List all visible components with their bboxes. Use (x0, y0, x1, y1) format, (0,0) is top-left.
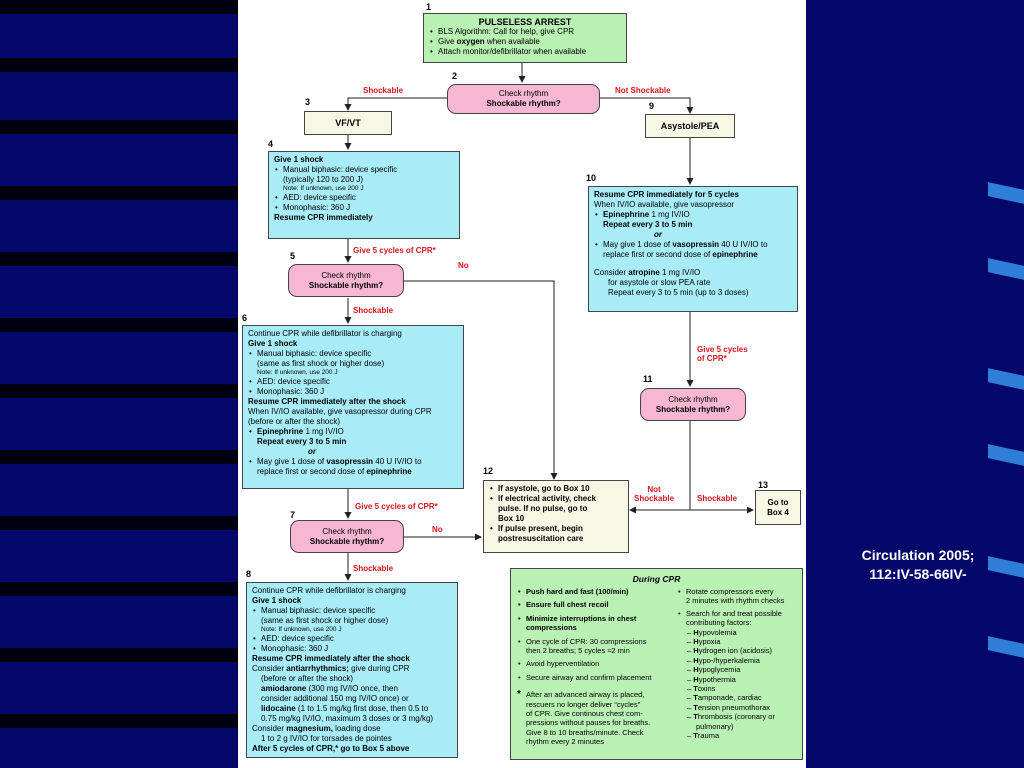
box-5-check-rhythm: Check rhythm Shockable rhythm? (288, 264, 404, 297)
box-number-12: 12 (483, 466, 494, 476)
box-1-title: PULSELESS ARREST (478, 17, 572, 27)
during-cpr-left-column: Push hard and fast (100/min) Ensure full… (517, 587, 675, 747)
box-number-3: 3 (305, 97, 311, 107)
contributing-factor-item: – Tension pneumothorax (687, 702, 770, 712)
citation-line-2: 112:IV-58-66IV- (869, 566, 967, 582)
box-9-asystole-pea: Asystole/PEA (645, 114, 735, 138)
label-no-box7: No (432, 525, 443, 534)
contributing-factor-item: – Hypovolemia (687, 627, 737, 637)
label-not-shockable-box11: Not Shockable (634, 485, 675, 503)
during-cpr-right-column: Rotate compressors every 2 minutes with … (677, 587, 801, 741)
box-number-8: 8 (246, 569, 252, 579)
during-cpr-footnote: * After an advanced airway is placed, re… (517, 689, 651, 747)
contributing-factor-item: – Hypothermia (687, 674, 736, 684)
box-4-give-shock: Give 1 shock Manual biphasic: device spe… (268, 151, 460, 239)
label-give-5-cycles-c: Give 5 cycles of CPR* (697, 345, 748, 363)
box-number-9: 9 (649, 101, 655, 111)
label-shockable-box5: Shockable (353, 306, 394, 315)
box-7-check-rhythm: Check rhythm Shockable rhythm? (290, 520, 404, 553)
box-number-1: 1 (426, 2, 432, 12)
contributing-factor-item: – Trauma (687, 731, 720, 741)
contributing-factor-item: – Hydrogen ion (acidosis) (687, 646, 773, 656)
label-shockable-box11: Shockable (697, 494, 738, 503)
box-3-vf-vt: VF/VT (304, 111, 392, 135)
label-shockable-box7: Shockable (353, 564, 394, 573)
label-give-5-cycles-a: Give 5 cycles of CPR* (353, 246, 436, 255)
box-6-continue-cpr: Continue CPR while defibrillator is char… (242, 325, 464, 489)
during-cpr-box: During CPR Push hard and fast (100/min) … (510, 568, 803, 760)
box-number-10: 10 (586, 173, 597, 183)
box-number-7: 7 (290, 510, 296, 520)
box-1-pulseless-arrest: PULSELESS ARREST BLS Algorithm: Call for… (423, 13, 627, 63)
contributing-factor-item: pulmonary) (696, 721, 734, 731)
contributing-factor-item: – Hypoxia (687, 637, 721, 647)
box-number-2: 2 (452, 71, 458, 81)
citation-text: Circulation 2005; 112:IV-58-66IV- (828, 546, 1008, 584)
contributing-factor-item: – Hypo-/hyperkalemia (687, 655, 760, 665)
box-number-4: 4 (268, 139, 274, 149)
box-8-continue-cpr: Continue CPR while defibrillator is char… (246, 582, 458, 758)
box-11-check-rhythm: Check rhythm Shockable rhythm? (640, 388, 746, 421)
contributing-factor-item: – Hypoglycemia (687, 665, 741, 675)
label-not-shockable-top: Not Shockable (615, 86, 671, 95)
box-12-asystole-pulse-check: If asystole, go to Box 10 If electrical … (483, 480, 629, 553)
box-13-go-to-box-4: Go to Box 4 (755, 490, 801, 525)
box-number-11: 11 (643, 374, 653, 384)
label-no-box5: No (458, 261, 469, 270)
box-number-5: 5 (290, 251, 296, 261)
box-10-resume-cpr: Resume CPR immediately for 5 cycles When… (588, 186, 798, 312)
label-shockable-top: Shockable (363, 86, 404, 95)
box-2-check-rhythm: Check rhythm Shockable rhythm? (447, 84, 600, 114)
contributing-factors-list: – Hypovolemia– Hypoxia– Hydrogen ion (ac… (677, 628, 801, 741)
contributing-factor-item: – Thrombosis (coronary or (687, 712, 775, 722)
label-give-5-cycles-b: Give 5 cycles of CPR* (355, 502, 438, 511)
citation-line-1: Circulation 2005; (861, 547, 975, 563)
box-number-6: 6 (242, 313, 248, 323)
box-number-13: 13 (758, 480, 769, 490)
flowchart-slide: 1 2 3 4 5 6 7 8 9 10 11 12 13 Shockable … (238, 0, 806, 768)
contributing-factor-item: – Toxins (687, 684, 716, 694)
during-cpr-title: During CPR (632, 574, 681, 584)
contributing-factor-item: – Tamponade, cardiac (687, 693, 762, 703)
flowchart-connectors (344, 62, 754, 581)
